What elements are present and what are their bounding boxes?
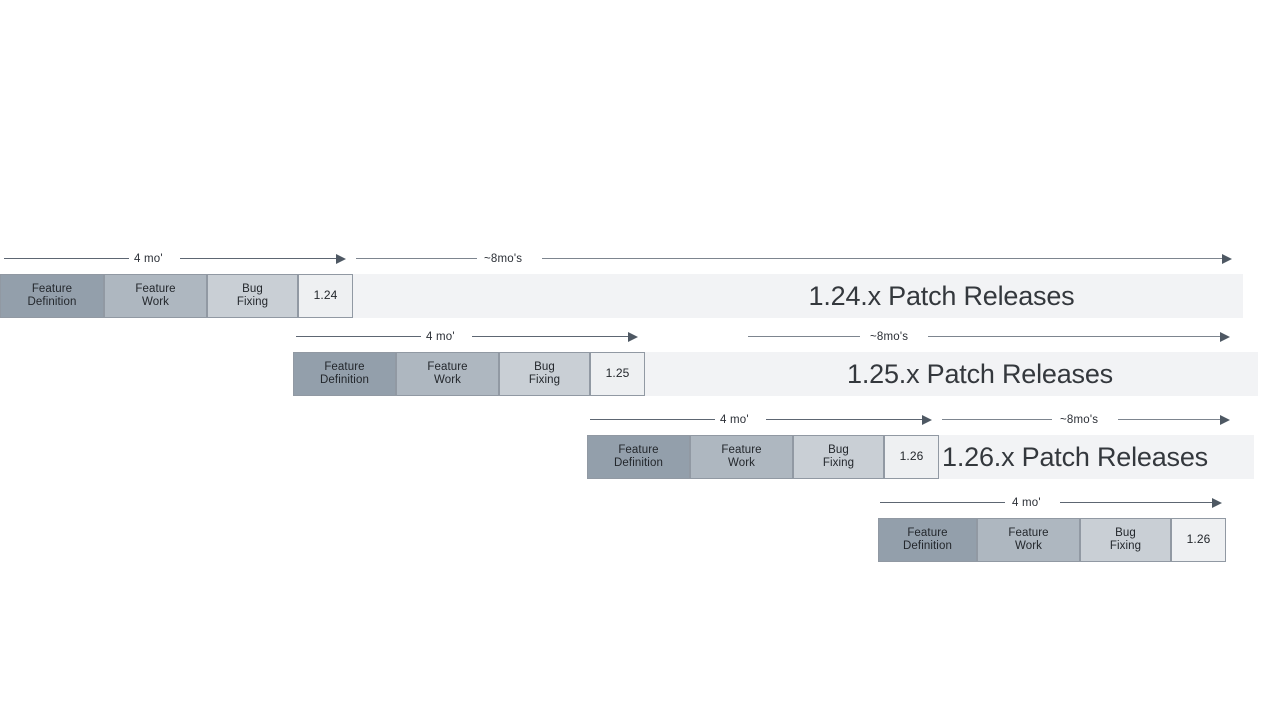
patch-duration-measure-1-25: ~8mo's (748, 326, 1238, 348)
phase-feature-work[interactable]: Feature Work (690, 435, 793, 479)
dev-duration-measure-1-26: 4 mo' (590, 409, 935, 431)
measure-rule-left (590, 419, 715, 420)
phase-version-tag[interactable]: 1.26 (1171, 518, 1226, 562)
patch-release-band-1-24: 1.24.x Patch Releases (310, 274, 1243, 318)
phase-version-tag[interactable]: 1.26 (884, 435, 939, 479)
phase-feature-definition[interactable]: Feature Definition (293, 352, 396, 396)
phase-feature-definition[interactable]: Feature Definition (878, 518, 977, 562)
phase-track-1-25: Feature Definition Feature Work Bug Fixi… (293, 352, 645, 396)
dev-duration-measure-1-24: 4 mo' (4, 248, 349, 270)
phase-feature-work[interactable]: Feature Work (104, 274, 207, 318)
patch-duration-measure-1-24: ~8mo's (356, 248, 1236, 270)
phase-track-1-26: Feature Definition Feature Work Bug Fixi… (587, 435, 939, 479)
phase-feature-definition[interactable]: Feature Definition (587, 435, 690, 479)
phase-track-1-26-next: Feature Definition Feature Work Bug Fixi… (878, 518, 1226, 562)
measure-rule-right (928, 336, 1224, 337)
measure-arrowhead-icon (1222, 253, 1232, 264)
phase-bug-fixing[interactable]: Bug Fixing (499, 352, 590, 396)
phase-bug-fixing[interactable]: Bug Fixing (207, 274, 298, 318)
measure-rule-left (356, 258, 477, 259)
measure-rule-left (748, 336, 860, 337)
measure-arrowhead-icon (922, 414, 932, 425)
dev-duration-measure-1-26-next: 4 mo' (880, 492, 1225, 514)
phase-feature-work[interactable]: Feature Work (396, 352, 499, 396)
measure-arrowhead-icon (1220, 331, 1230, 342)
measure-rule-left (296, 336, 421, 337)
patch-duration-measure-1-26: ~8mo's (942, 409, 1242, 431)
measure-rule-left (4, 258, 129, 259)
patch-release-band-1-26: 1.26.x Patch Releases (896, 435, 1254, 479)
measure-rule-right (1060, 502, 1214, 503)
timeline-row-1-24: 4 mo' ~8mo's 1.24.x Patch Releases Featu… (0, 248, 1280, 330)
measure-rule-right (472, 336, 630, 337)
patch-release-label: 1.24.x Patch Releases (808, 280, 1075, 311)
measure-rule-left (942, 419, 1052, 420)
dev-duration-label: 4 mo' (134, 253, 163, 265)
measure-rule-right (1118, 419, 1224, 420)
patch-release-label: 1.25.x Patch Releases (847, 358, 1113, 389)
dev-duration-label: 4 mo' (426, 331, 455, 343)
measure-arrowhead-icon (336, 253, 346, 264)
measure-arrowhead-icon (1212, 497, 1222, 508)
measure-rule-right (542, 258, 1226, 259)
timeline-row-1-26-next: 4 mo' Feature Definition Feature Work Bu… (0, 492, 1280, 574)
timeline-row-1-26: 4 mo' ~8mo's 1.26.x Patch Releases Featu… (0, 409, 1280, 491)
dev-duration-label: 4 mo' (720, 414, 749, 426)
phase-feature-work[interactable]: Feature Work (977, 518, 1080, 562)
patch-duration-label: ~8mo's (1060, 414, 1099, 426)
measure-rule-right (766, 419, 924, 420)
measure-arrowhead-icon (628, 331, 638, 342)
phase-feature-definition[interactable]: Feature Definition (0, 274, 104, 318)
measure-arrowhead-icon (1220, 414, 1230, 425)
phase-bug-fixing[interactable]: Bug Fixing (1080, 518, 1171, 562)
phase-version-tag[interactable]: 1.25 (590, 352, 645, 396)
phase-track-1-24: Feature Definition Feature Work Bug Fixi… (0, 274, 353, 318)
patch-release-label: 1.26.x Patch Releases (942, 441, 1208, 472)
patch-duration-label: ~8mo's (870, 331, 909, 343)
measure-rule-right (180, 258, 338, 259)
phase-bug-fixing[interactable]: Bug Fixing (793, 435, 884, 479)
patch-duration-label: ~8mo's (484, 253, 523, 265)
patch-release-band-1-25: 1.25.x Patch Releases (602, 352, 1258, 396)
phase-version-tag[interactable]: 1.24 (298, 274, 353, 318)
dev-duration-measure-1-25: 4 mo' (296, 326, 641, 348)
measure-rule-left (880, 502, 1005, 503)
dev-duration-label: 4 mo' (1012, 497, 1041, 509)
timeline-row-1-25: 4 mo' ~8mo's 1.25.x Patch Releases Featu… (0, 326, 1280, 408)
